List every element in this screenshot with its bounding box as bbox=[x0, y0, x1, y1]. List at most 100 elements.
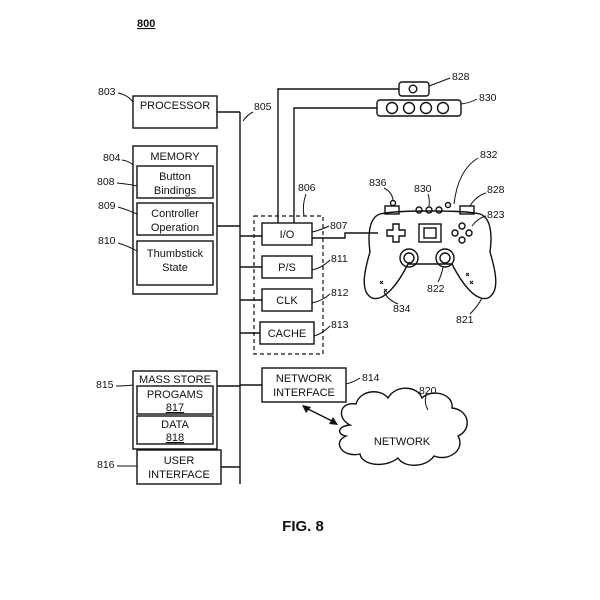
controller-top-ref: 832 bbox=[480, 149, 498, 161]
support-group-ref: 806 bbox=[298, 182, 316, 194]
controller-left-grip-marks bbox=[379, 280, 388, 293]
camera-ref: 828 bbox=[452, 71, 470, 83]
controller-right-thumbstick bbox=[435, 248, 455, 268]
controller-grip-leader bbox=[383, 291, 399, 305]
light-bar-cable bbox=[293, 107, 377, 223]
data-ref: 818 bbox=[166, 432, 184, 444]
light-bar-leader bbox=[460, 98, 478, 105]
user-interface-line1: USER bbox=[164, 455, 195, 467]
clk-ref: 812 bbox=[331, 287, 349, 299]
thumbstick-state-box bbox=[136, 240, 214, 286]
controller-buttons-leader bbox=[471, 215, 487, 227]
data-box bbox=[136, 415, 214, 445]
bus-ref: 805 bbox=[254, 101, 272, 113]
controller-right-thumbstick-cap bbox=[439, 252, 451, 264]
controller-touchpad bbox=[418, 223, 442, 243]
support-functions-group bbox=[253, 215, 324, 355]
figure-number: 800 bbox=[137, 18, 155, 30]
network-link-arrowhead-bottom bbox=[329, 417, 338, 425]
user-interface-line2: INTERFACE bbox=[148, 469, 210, 481]
mass-store-label: MASS STORE bbox=[139, 374, 211, 386]
camera-lens bbox=[408, 84, 418, 94]
cache-ref: 813 bbox=[331, 319, 349, 331]
mass-store-leader bbox=[115, 384, 134, 387]
io-ref: 807 bbox=[330, 220, 348, 232]
network-cloud bbox=[338, 387, 468, 466]
controller-right-grip-marks bbox=[465, 272, 474, 285]
controller-light-1 bbox=[415, 206, 423, 214]
controller-lights-leader bbox=[427, 193, 430, 207]
controller-button-right bbox=[465, 229, 473, 237]
light-bar-light-2 bbox=[402, 101, 416, 115]
controller-thumbstick-leader bbox=[437, 266, 444, 283]
controller-operation-box bbox=[136, 202, 214, 236]
light-bar-light-3 bbox=[419, 101, 433, 115]
memory-ref: 804 bbox=[103, 152, 121, 164]
camera-body bbox=[398, 81, 430, 97]
controller-camera-dot bbox=[389, 199, 397, 207]
controller-right-bumper bbox=[459, 205, 475, 215]
figure-caption: FIG. 8 bbox=[282, 518, 324, 535]
controller-button-top bbox=[458, 222, 466, 230]
controller-left-thumbstick bbox=[399, 248, 419, 268]
processor-leader bbox=[117, 92, 134, 103]
network-interface-box bbox=[261, 367, 347, 403]
controller-operation-leader bbox=[117, 206, 138, 215]
ps-ref: 811 bbox=[331, 253, 348, 265]
bus-leader bbox=[242, 111, 254, 122]
network-leader bbox=[424, 395, 429, 411]
clk-label: CLK bbox=[276, 295, 298, 307]
network-ref: 820 bbox=[419, 385, 437, 397]
controller-cable bbox=[312, 232, 378, 239]
camera-cable bbox=[277, 88, 399, 223]
controller-operation-line2: Operation bbox=[151, 222, 199, 234]
button-bindings-ref: 808 bbox=[97, 176, 115, 188]
controller-ref: 821 bbox=[456, 314, 474, 326]
network-label: NETWORK bbox=[374, 436, 431, 448]
button-bindings-line1: Button bbox=[159, 171, 191, 183]
light-bar-ref: 830 bbox=[479, 92, 497, 104]
programs-label: PROGAMS bbox=[147, 389, 203, 401]
light-bar-light-1 bbox=[385, 101, 399, 115]
controller-touchpad-inner bbox=[423, 227, 437, 239]
processor-ref: 803 bbox=[98, 86, 116, 98]
network-link-arrow bbox=[305, 407, 335, 423]
controller-operation-ref: 809 bbox=[98, 200, 116, 212]
memory-leader bbox=[121, 159, 134, 166]
network-interface-ref: 814 bbox=[362, 372, 380, 384]
controller-operation-line1: Controller bbox=[151, 208, 199, 220]
cache-label: CACHE bbox=[268, 328, 307, 340]
thumbstick-state-leader bbox=[117, 242, 138, 252]
controller-dpad-leader bbox=[383, 187, 394, 201]
button-bindings-leader bbox=[116, 182, 138, 187]
thumbstick-state-ref: 810 bbox=[98, 235, 116, 247]
network-link-arrowhead-top bbox=[302, 405, 311, 413]
io-leader bbox=[311, 225, 330, 233]
ps-leader bbox=[311, 259, 331, 271]
controller-grip-ref: 834 bbox=[393, 303, 411, 315]
thumbstick-state-line1: Thumbstick bbox=[147, 248, 204, 260]
network-interface-leader bbox=[345, 377, 361, 385]
io-box bbox=[261, 222, 313, 246]
controller-thumbstick-ref: 822 bbox=[427, 283, 445, 295]
camera-leader bbox=[428, 77, 451, 87]
mass-store-ref: 815 bbox=[96, 379, 114, 391]
io-label: I/O bbox=[280, 229, 295, 241]
controller-light-3 bbox=[435, 206, 443, 214]
network-interface-line2: INTERFACE bbox=[273, 387, 335, 399]
controller-leader bbox=[469, 297, 483, 315]
controller-top-leader bbox=[453, 157, 479, 205]
user-interface-box bbox=[136, 449, 222, 485]
cache-leader bbox=[313, 325, 331, 337]
button-bindings-line2: Bindings bbox=[154, 185, 197, 197]
ps-label: P/S bbox=[278, 262, 296, 274]
controller-dpad bbox=[386, 223, 406, 243]
controller-body bbox=[363, 210, 497, 300]
thumbstick-state-line2: State bbox=[162, 262, 188, 274]
user-interface-ref: 816 bbox=[97, 459, 115, 471]
light-bar-light-4 bbox=[436, 101, 450, 115]
controller-lights-ref: 830 bbox=[414, 183, 432, 195]
game-controller bbox=[363, 199, 497, 300]
clk-leader bbox=[311, 293, 331, 304]
